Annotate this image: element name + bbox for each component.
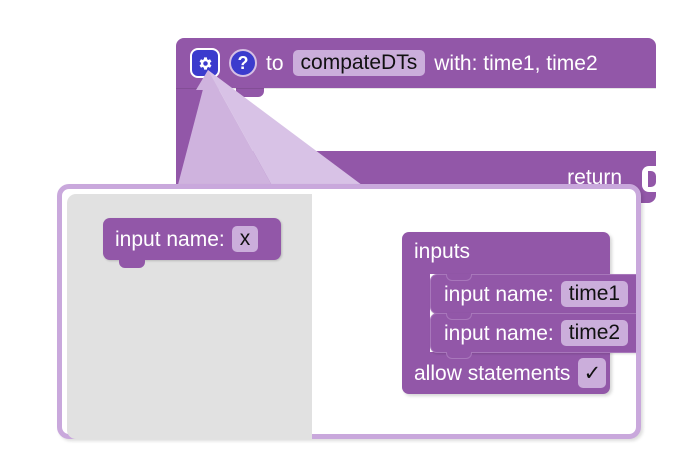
input-name-field[interactable]: x bbox=[231, 226, 259, 252]
with-params-label: with: time1, time2 bbox=[434, 51, 598, 75]
return-socket-tab bbox=[648, 171, 656, 187]
input-name-label: input name: bbox=[444, 282, 554, 306]
nested-row-1: input name: time1 bbox=[431, 275, 636, 313]
procedure-definition-block[interactable]: ? to compateDTs with: time1, time2 retur… bbox=[176, 38, 656, 203]
inputs-container-block[interactable]: inputs input name: time1 input name: tim… bbox=[402, 232, 636, 394]
nested-input-block-2[interactable]: input name: time2 bbox=[430, 313, 636, 353]
nested-notch-middle bbox=[446, 313, 472, 320]
input-name-label: input name: bbox=[444, 321, 554, 345]
mutator-workspace[interactable]: inputs input name: time1 input name: tim… bbox=[312, 194, 636, 434]
statement-slot bbox=[212, 88, 656, 151]
flyout-block-row: input name: x bbox=[103, 218, 281, 260]
allow-statements-checkbox[interactable]: ✓ bbox=[578, 358, 607, 388]
allow-statements-row: allow statements ✓ bbox=[414, 358, 607, 388]
procedure-name-field[interactable]: compateDTs bbox=[292, 50, 426, 76]
return-label: return bbox=[567, 165, 622, 189]
mutator-flyout[interactable]: input name: x bbox=[67, 194, 312, 439]
nested-notch-top bbox=[446, 274, 472, 281]
block-left-column bbox=[176, 88, 212, 151]
help-glyph: ? bbox=[237, 53, 249, 73]
slot-corner-bottom-left bbox=[212, 135, 228, 151]
input-name-field-time2[interactable]: time2 bbox=[560, 320, 629, 346]
to-label: to bbox=[266, 51, 284, 75]
inputs-title: inputs bbox=[414, 240, 471, 263]
flyout-input-block[interactable]: input name: x bbox=[103, 218, 281, 268]
procedure-header-content: ? to compateDTs with: time1, time2 bbox=[190, 38, 598, 88]
input-name-label: input name: bbox=[115, 227, 225, 251]
gear-icon[interactable] bbox=[190, 48, 220, 78]
return-row: return bbox=[176, 151, 656, 203]
input-name-field-time1[interactable]: time1 bbox=[560, 281, 629, 307]
statement-notch bbox=[236, 88, 264, 97]
flyout-block-notch-bottom bbox=[119, 260, 145, 268]
slot-corner-top-left bbox=[212, 88, 228, 104]
allow-statements-label: allow statements bbox=[414, 361, 571, 385]
mutator-dialog[interactable]: input name: x inputs input name: time1 i… bbox=[57, 184, 641, 439]
question-mark-icon[interactable]: ? bbox=[229, 49, 257, 77]
nested-row-2: input name: time2 bbox=[431, 314, 636, 352]
